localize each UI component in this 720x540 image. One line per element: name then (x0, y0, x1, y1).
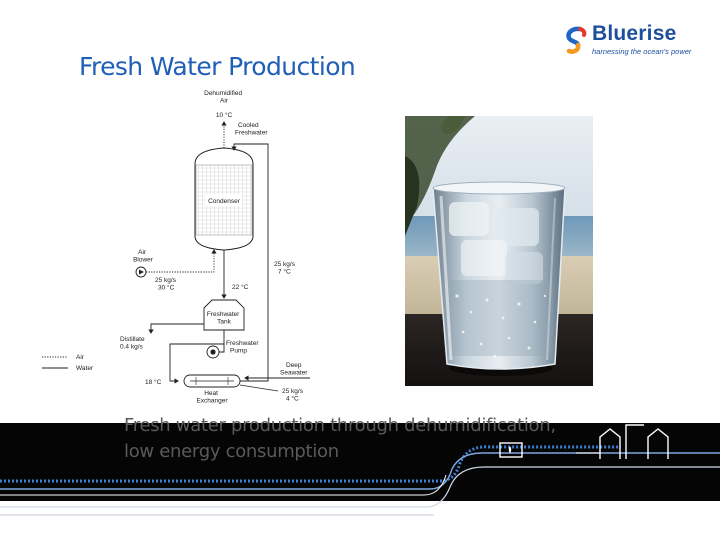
slide-title: Fresh Water Production (79, 52, 356, 81)
freshwater-pump-label: Freshwater Pump (226, 340, 260, 355)
dehumidified-air-temp: 10 °C (216, 111, 233, 119)
cooled-freshwater-label: Cooled Freshwater (235, 122, 268, 137)
air-blower-label: Air Blower (133, 249, 154, 264)
legend-air-label: Air (76, 354, 85, 361)
distillate-label: Distillate 0.4 kg/s (120, 336, 146, 351)
dehumidification-process-diagram: Dehumidified Air 10 °C Cooled Freshwater… (42, 90, 310, 405)
return-flow-label: 25 kg/s 7 °C (274, 261, 297, 276)
logo-name: Bluerise (592, 22, 677, 45)
freshwater-tank (203, 299, 245, 331)
heat-exchanger-temp: 18 °C (145, 378, 162, 386)
dehumidified-air-label: Dehumidified Air (204, 90, 244, 105)
caption-line-2: low energy consumption (124, 441, 339, 462)
deep-seawater-label: Deep Seawater (280, 362, 308, 377)
logo-tagline: harnessing the ocean's power (592, 47, 692, 56)
condenser-label: Condenser (208, 198, 241, 205)
condensate-temp-label: 22 °C (232, 283, 249, 291)
freshwater-tank-label: Freshwater Tank (207, 311, 241, 326)
slide-caption: Fresh water production through dehumidif… (124, 413, 644, 465)
bluerise-logo: Bluerise harnessing the ocean's power (562, 22, 712, 62)
plant-building-icon (499, 442, 523, 458)
legend-water-label: Water (76, 365, 94, 372)
heat-exchanger-label: Heat Exchanger (196, 390, 228, 405)
bluerise-swirl-logo-icon (566, 26, 587, 54)
water-glass-photo (405, 116, 593, 386)
seawater-flow-label: 25 kg/s 4 °C (282, 388, 305, 403)
caption-line-1: Fresh water production through dehumidif… (124, 415, 556, 436)
air-flow-label: 25 kg/s 30 °C (155, 277, 178, 292)
footer-decoration (0, 423, 720, 540)
